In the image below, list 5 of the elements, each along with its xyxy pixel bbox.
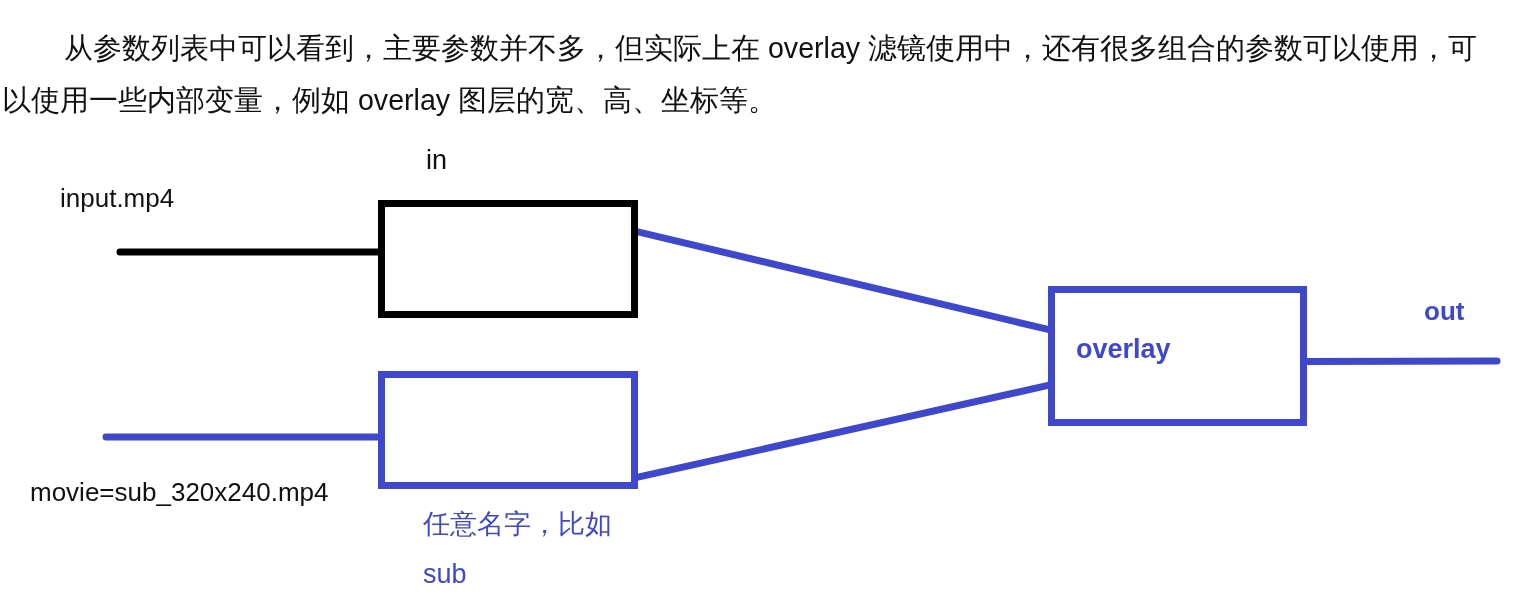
box-caption: 任意名字，比如sub (423, 508, 613, 591)
filter-box (1048, 286, 1307, 426)
box-heading: in (426, 145, 447, 176)
paragraph: 从参数列表中可以看到，主要参数并不多，但实际上在 overlay 滤镜使用中，还有很多组合的参数可以使用，可以使用一些内部变量，例如 overlay 图层的宽、高、坐标等。 (2, 31, 1479, 118)
box-label: overlay (1076, 334, 1171, 365)
